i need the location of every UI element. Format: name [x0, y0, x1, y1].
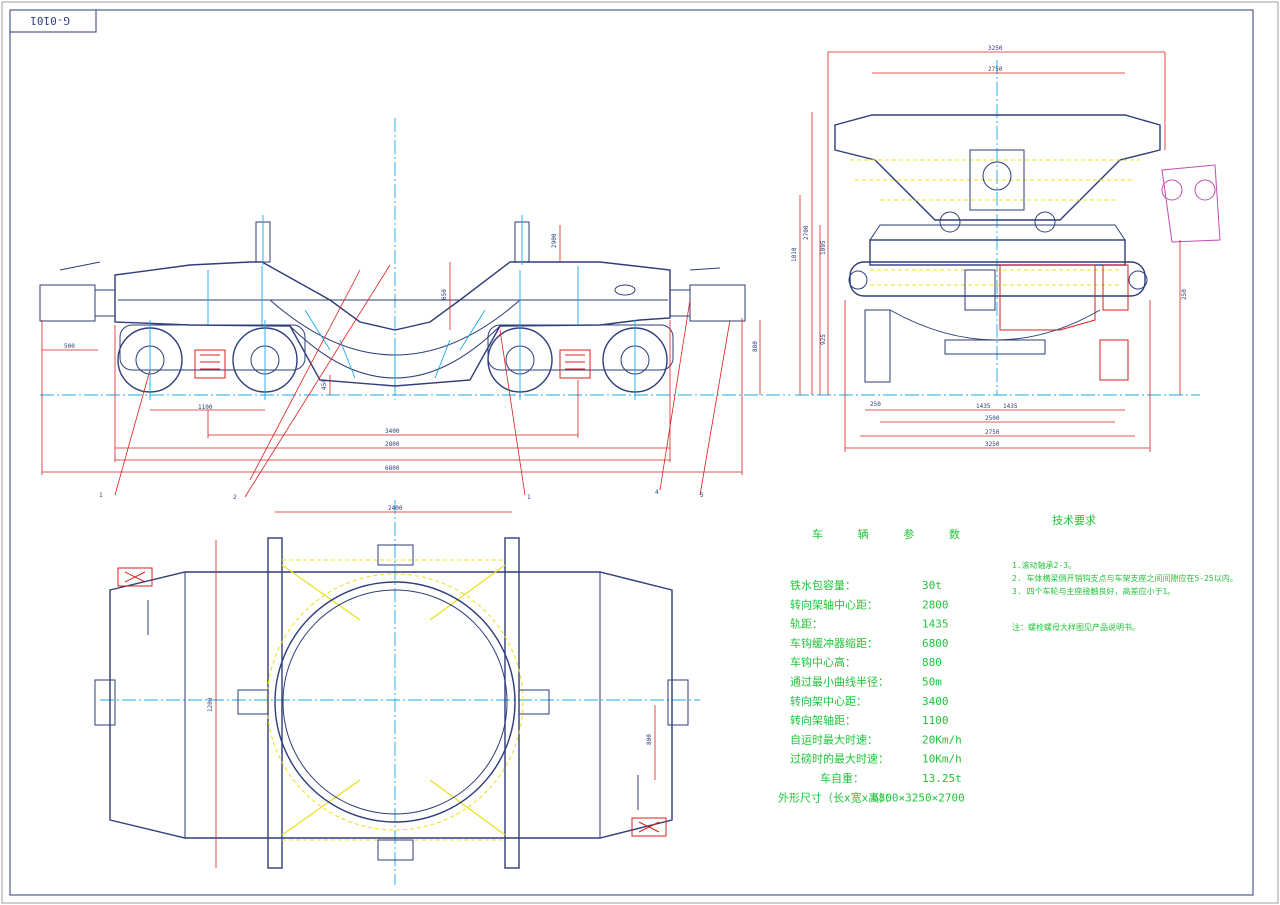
- param-label: 通过最小曲线半径：: [790, 675, 889, 689]
- dim-front-base-a: 1435: [976, 403, 991, 410]
- dim-front-small: 250: [870, 401, 881, 408]
- param-label: 轨距：: [790, 617, 823, 631]
- dim-mid: 2800: [385, 441, 400, 448]
- plan-view: 2400 1200 800: [94, 500, 700, 885]
- param-label: 自运时最大时速：: [790, 732, 878, 746]
- dim-drop-c: 2900: [551, 233, 558, 248]
- drawing-number: G-0101: [30, 14, 70, 27]
- param-value: 20Km/h: [922, 733, 962, 746]
- param-value: 2800: [922, 598, 949, 611]
- dim-plan-left: 1200: [207, 697, 214, 712]
- param-value: 1435: [922, 618, 949, 631]
- param-label: 过磅时的最大时速：: [790, 752, 889, 766]
- param-label: 外形尺寸（长x宽x高）：: [778, 790, 896, 804]
- dim-plan-right: 800: [646, 734, 653, 745]
- dim-front-side-b: 925: [820, 334, 827, 345]
- dim-front-base-b: 1435: [1003, 403, 1018, 410]
- param-value: 50m: [922, 676, 942, 689]
- callout-2: 2: [233, 494, 237, 501]
- params-table: 车 辆 参 数 铁水包容量： 30t 转向架轴中心距： 2800 轨距： 1435 车钩缓冲…: [778, 527, 974, 804]
- dim-wheelbase: 1100: [198, 404, 213, 411]
- param-label: 转向架轴距：: [790, 713, 856, 727]
- callout-4: 4: [655, 489, 659, 496]
- dim-front-lug: 250: [1181, 289, 1188, 300]
- tech-item-2: 2. 车体横梁侧开销钩支点与车架支座之间间隙应在5-25以内。: [1012, 573, 1238, 583]
- dim-front-height-b: 1810: [791, 247, 798, 262]
- param-label: 车自重：: [820, 771, 864, 785]
- param-label: 铁水包容量：: [790, 578, 856, 592]
- callout-1b: 1: [527, 494, 531, 501]
- param-label: 转向架中心距：: [790, 694, 867, 708]
- param-value: 13.25t: [922, 772, 962, 785]
- param-value: 6800: [922, 637, 949, 650]
- dim-drop-b: 450: [321, 379, 328, 390]
- dim-front-base-c: 2500: [985, 415, 1000, 422]
- dim-coupler-right: 880: [752, 341, 759, 352]
- tech-note: 注：螺栓螺母大样图见产品说明书。: [1012, 622, 1140, 632]
- callout-5: 5: [700, 492, 704, 499]
- dim-front-height-a: 2700: [803, 225, 810, 240]
- dim-coupler-left: 500: [64, 343, 75, 350]
- dim-total: 6800: [385, 465, 400, 472]
- param-value: 30t: [922, 579, 942, 592]
- param-value: 3400: [922, 695, 949, 708]
- title-tab: [9, 9, 97, 33]
- side-view: 1100 3400 2800 6800 500 880 650 450 2900…: [39, 118, 790, 501]
- dim-front-width-top: 3250: [988, 45, 1003, 52]
- dim-front-side-a: 1095: [820, 240, 827, 255]
- tech-heading: 技术要求: [1052, 514, 1096, 527]
- param-label: 车钩缓冲器缩距：: [790, 636, 878, 650]
- param-value: 1100: [922, 714, 949, 727]
- front-view: 3250 2750 2700 1810 1095 925 250 1435 14…: [791, 45, 1221, 452]
- sheet-inner-border: [9, 9, 1254, 896]
- tech-item-3: 3. 四个车轮与主座接触良好，高差应小于1。: [1012, 586, 1175, 596]
- param-value: 6800×3250×2700: [872, 791, 965, 804]
- param-label: 转向架轴中心距：: [790, 597, 878, 611]
- param-label: 车钩中心高：: [790, 655, 856, 669]
- dim-drop-a: 650: [441, 289, 448, 300]
- dim-bogie-centers: 3400: [385, 428, 400, 435]
- callout-1a: 1: [99, 492, 103, 499]
- param-value: 880: [922, 656, 942, 669]
- dim-front-base-d: 2750: [985, 429, 1000, 436]
- tech-item-1: 1.滚动轴承2-3。: [1012, 560, 1076, 570]
- dim-plan-top: 2400: [388, 505, 403, 512]
- params-heading: 车 辆 参 数: [812, 527, 974, 541]
- tech-requirements: 技术要求 1.滚动轴承2-3。 2. 车体横梁侧开销钩支点与车架支座之间间隙应在…: [1012, 514, 1238, 632]
- dim-front-base-e: 3250: [985, 441, 1000, 448]
- param-value: 10Km/h: [922, 753, 962, 766]
- dim-front-width-inner: 2750: [988, 66, 1003, 73]
